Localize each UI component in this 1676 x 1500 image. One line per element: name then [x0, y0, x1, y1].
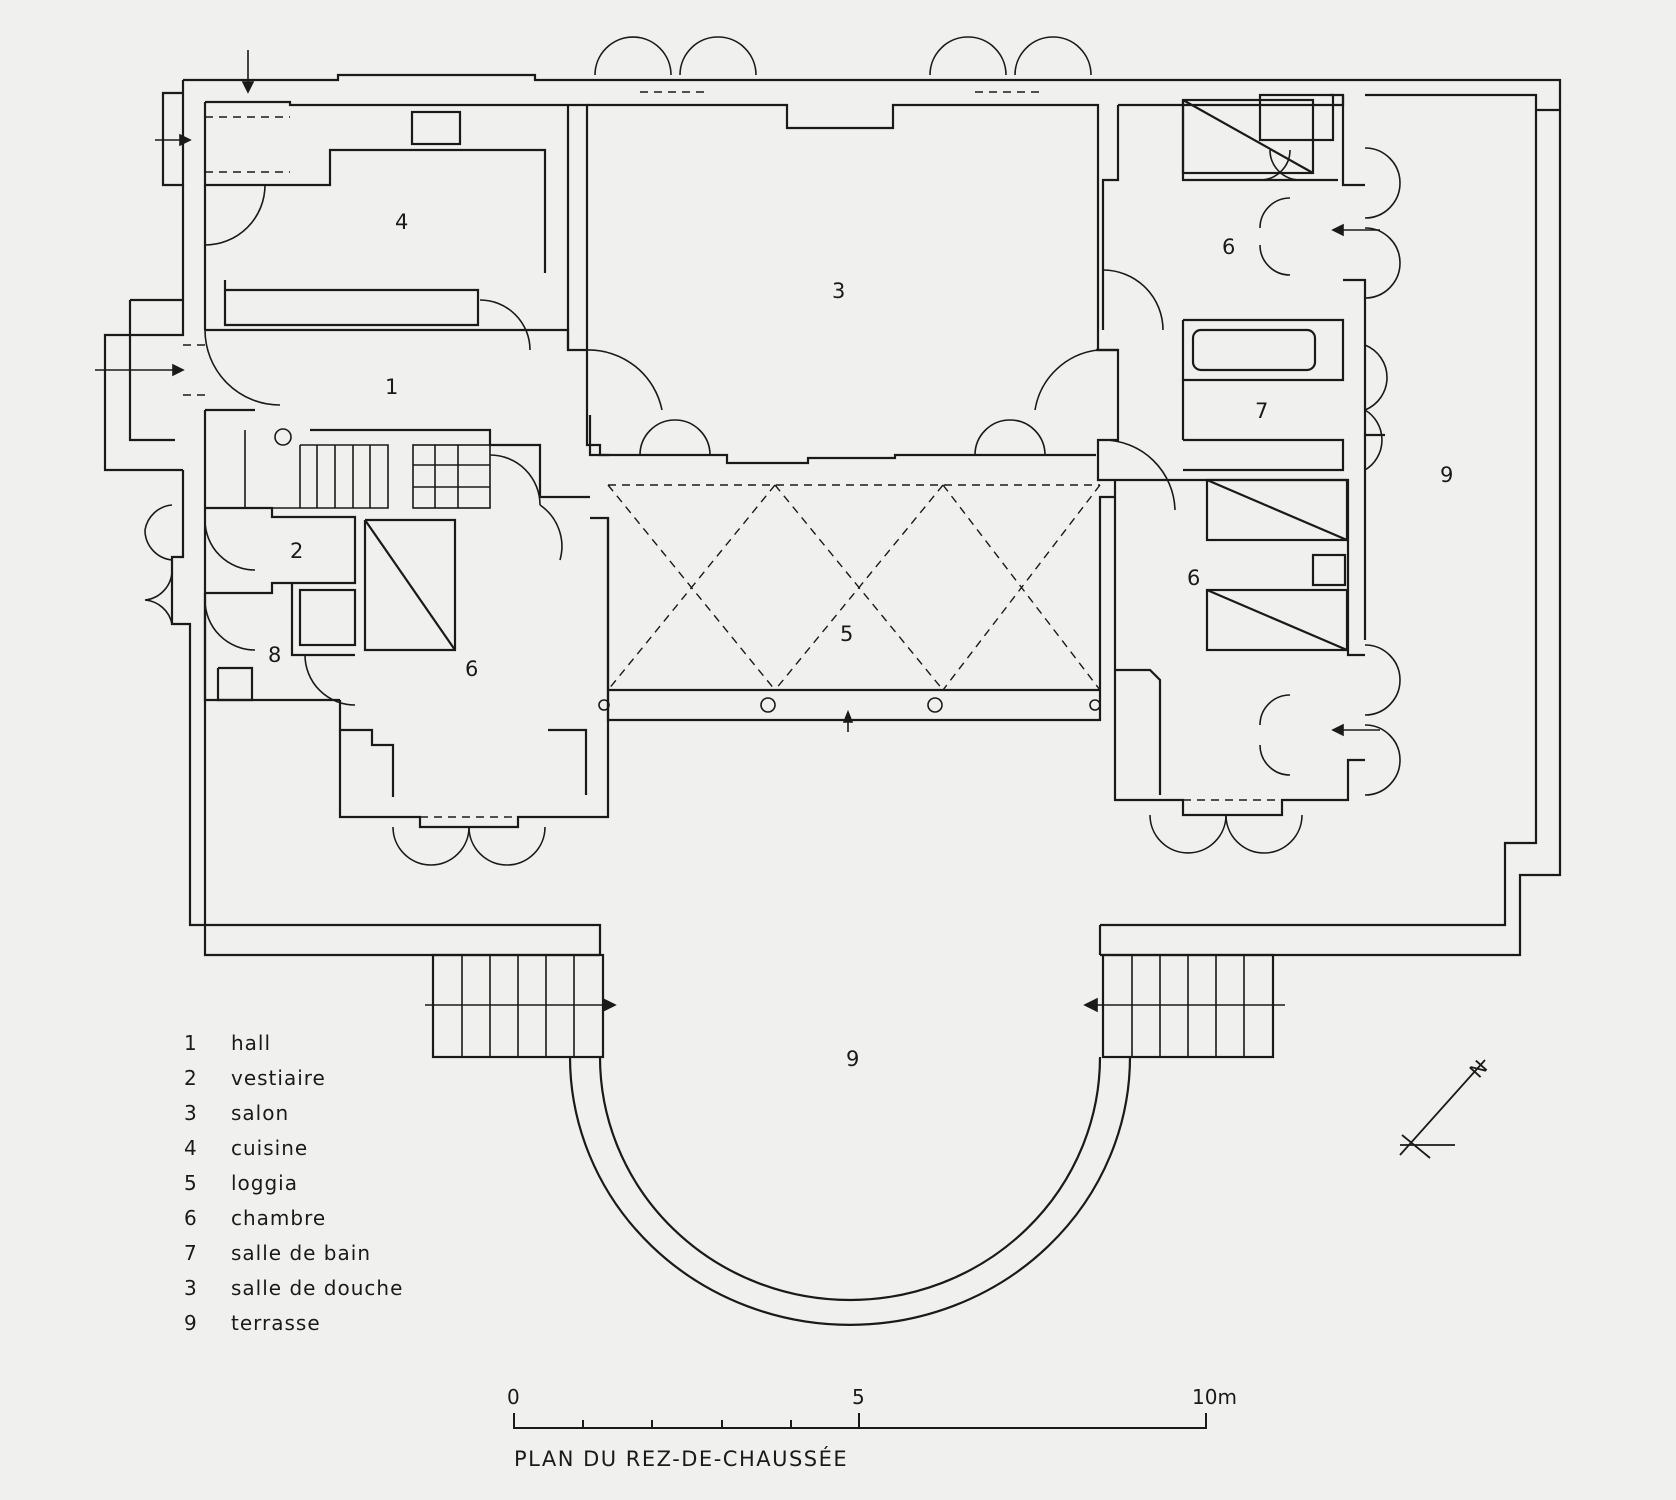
room-label-hall: 1 — [385, 375, 398, 399]
legend-name-7: salle de bain — [231, 1241, 371, 1265]
room-label-terrasse-right: 9 — [1440, 463, 1453, 487]
scale-label-5: 5 — [852, 1385, 865, 1409]
north-arrow-icon: N — [1399, 1055, 1492, 1159]
room-label-chambre-right-lower: 6 — [1187, 566, 1200, 590]
room-label-8: 8 — [268, 643, 281, 667]
dashed-lines — [183, 91, 1282, 818]
legend-num-3: 3 — [184, 1101, 197, 1125]
legend-name-1: hall — [231, 1031, 271, 1055]
legend-num-1: 1 — [184, 1031, 197, 1055]
legend-name-2: vestiaire — [231, 1066, 326, 1090]
legend-num-9: 9 — [184, 1311, 197, 1335]
door-swings — [144, 36, 1401, 866]
room-label-terrasse-south: 9 — [846, 1047, 859, 1071]
scale-bar: 0 5 10m — [507, 1385, 1237, 1429]
legend-name-8: salle de douche — [231, 1276, 403, 1300]
legend-name-4: cuisine — [231, 1136, 308, 1160]
room-label-chambre-left: 6 — [465, 657, 478, 681]
legend-name-9: terrasse — [231, 1311, 321, 1335]
room-label-vestiaire: 2 — [290, 539, 303, 563]
legend-num-7: 7 — [184, 1241, 197, 1265]
legend-num-8: 3 — [184, 1276, 197, 1300]
walls — [103, 73, 1562, 1327]
legend-name-6: chambre — [231, 1206, 326, 1230]
room-label-salon: 3 — [832, 279, 845, 303]
legend: 1 hall 2 vestiaire 3 salon 4 cuisine 5 l… — [184, 1031, 403, 1335]
plan-title: PLAN DU REZ-DE-CHAUSSÉE — [514, 1446, 848, 1471]
scale-label-10m: 10m — [1192, 1385, 1237, 1409]
room-label-loggia: 5 — [840, 622, 853, 646]
room-labels: 1 2 3 4 5 6 6 6 7 8 9 9 — [268, 210, 1453, 1071]
entry-arrows — [95, 50, 1380, 1013]
legend-num-2: 2 — [184, 1066, 197, 1090]
scale-label-0: 0 — [507, 1385, 520, 1409]
legend-name-5: loggia — [231, 1171, 298, 1195]
room-label-cuisine: 4 — [395, 210, 408, 234]
legend-num-6: 6 — [184, 1206, 197, 1230]
legend-name-3: salon — [231, 1101, 289, 1125]
legend-num-4: 4 — [184, 1136, 197, 1160]
legend-num-5: 5 — [184, 1171, 197, 1195]
room-label-salle-de-bain: 7 — [1255, 399, 1268, 423]
room-label-chambre-right-upper: 6 — [1222, 235, 1235, 259]
